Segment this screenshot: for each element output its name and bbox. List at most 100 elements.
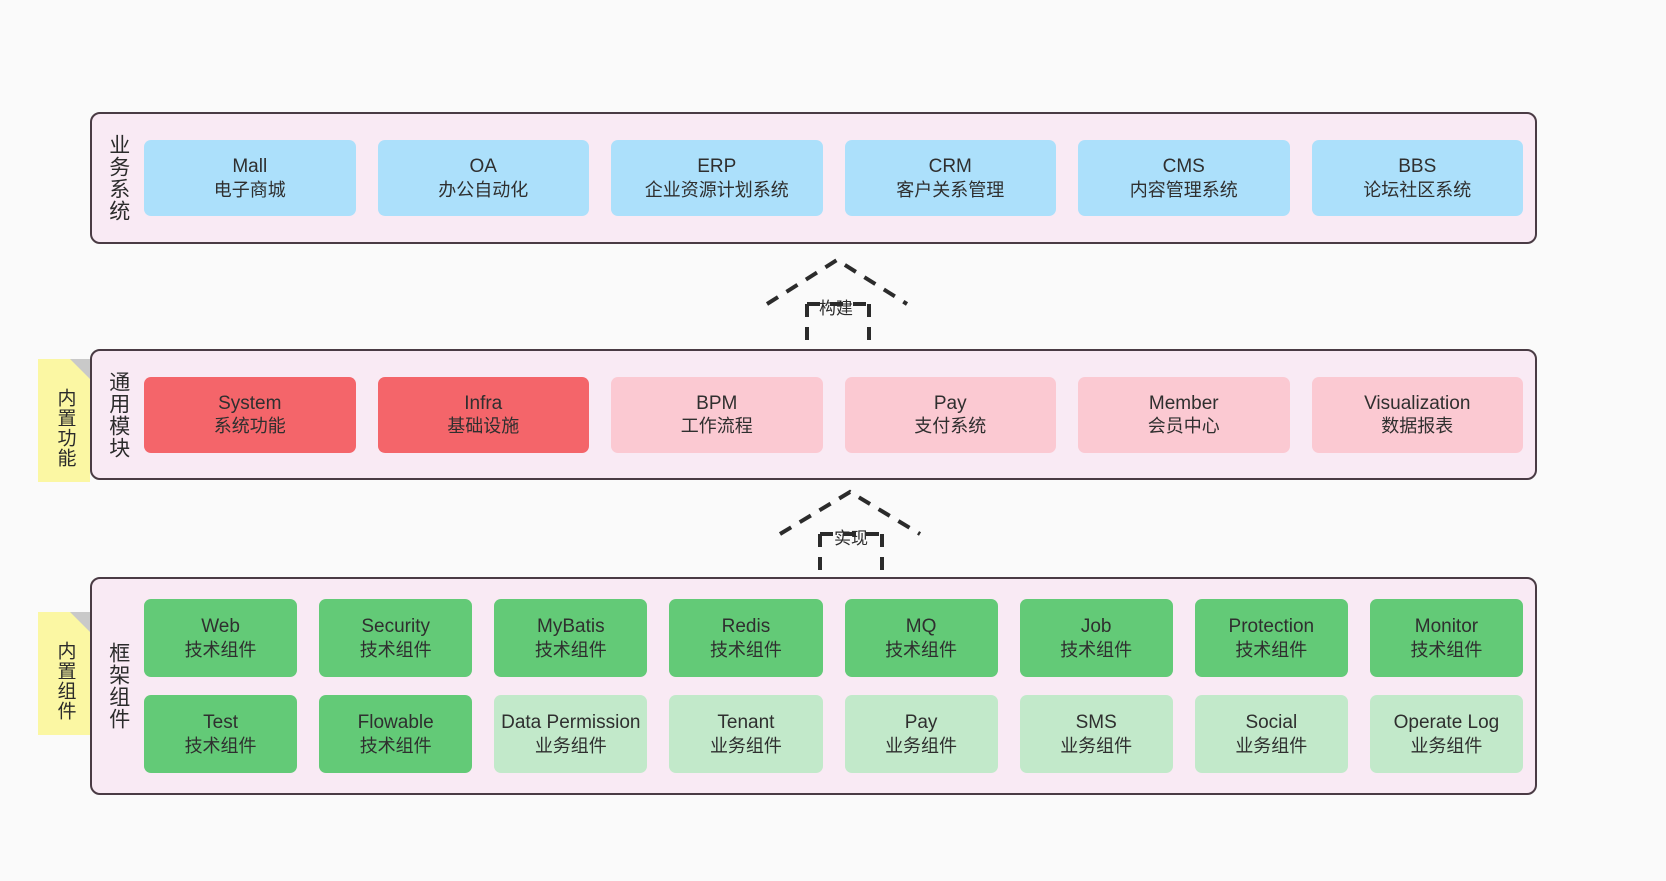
card-bpm[interactable]: BPM 工作流程 <box>611 376 823 453</box>
card-title: Security <box>361 616 430 638</box>
card-subtitle: 内容管理系统 <box>1129 179 1238 200</box>
card-tenant[interactable]: Tenant 业务组件 <box>669 695 823 773</box>
card-title: MQ <box>905 616 937 638</box>
connector-implement: 实现 <box>772 488 932 574</box>
layer-body-common: System 系统功能 Infra 基础设施 BPM 工作流程 Pay 支付系统… <box>144 361 1523 468</box>
card-title: Social <box>1245 712 1298 734</box>
card-redis[interactable]: Redis 技术组件 <box>669 599 823 677</box>
card-mybatis[interactable]: MyBatis 技术组件 <box>494 599 648 677</box>
card-subtitle: 业务组件 <box>1235 735 1308 756</box>
card-title: System <box>218 392 282 414</box>
card-subtitle: 工作流程 <box>680 416 753 437</box>
card-pay[interactable]: Pay 支付系统 <box>844 376 1056 453</box>
layer-label-frame: 框架组件 <box>106 642 130 730</box>
sticky-fold-corner-icon <box>70 359 90 379</box>
connector-build: 构建 <box>757 256 917 346</box>
card-subtitle: 技术组件 <box>184 639 257 660</box>
card-bbs[interactable]: BBS 论坛社区系统 <box>1311 140 1523 216</box>
card-mall[interactable]: Mall 电子商城 <box>144 140 356 216</box>
card-subtitle: 电子商城 <box>213 179 286 200</box>
card-security[interactable]: Security 技术组件 <box>319 599 473 677</box>
card-subtitle: 业务组件 <box>709 735 782 756</box>
card-web[interactable]: Web 技术组件 <box>144 599 298 677</box>
card-title: Operate Log <box>1393 712 1500 734</box>
card-crm[interactable]: CRM 客户关系管理 <box>844 140 1056 216</box>
card-subtitle: 基础设施 <box>447 416 520 437</box>
card-subtitle: 技术组件 <box>359 639 432 660</box>
card-title: CRM <box>928 156 972 178</box>
card-row: Web 技术组件 Security 技术组件 MyBatis 技术组件 Redi… <box>144 599 1523 677</box>
sticky-note-label: 内置功能 <box>54 387 76 468</box>
card-member[interactable]: Member 会员中心 <box>1078 376 1290 453</box>
card-subtitle: 企业资源计划系统 <box>644 179 789 200</box>
card-erp[interactable]: ERP 企业资源计划系统 <box>611 140 823 216</box>
card-subtitle: 业务组件 <box>534 735 607 756</box>
card-title: ERP <box>697 156 737 178</box>
card-subtitle: 技术组件 <box>184 735 257 756</box>
card-title: Web <box>201 616 240 638</box>
card-subtitle: 论坛社区系统 <box>1363 179 1472 200</box>
card-subtitle: 技术组件 <box>1060 639 1133 660</box>
sticky-fold-corner-icon <box>70 612 90 632</box>
card-title: SMS <box>1075 712 1117 734</box>
card-subtitle: 技术组件 <box>885 639 958 660</box>
card-title: Mall <box>232 156 268 178</box>
sticky-note-builtin-features: 内置功能 <box>38 359 90 482</box>
layer-body-business: Mall 电子商城 OA 办公自动化 ERP 企业资源计划系统 CRM 客户关系… <box>144 124 1523 232</box>
card-infra[interactable]: Infra 基础设施 <box>377 376 589 453</box>
card-subtitle: 数据报表 <box>1381 416 1454 437</box>
card-flowable[interactable]: Flowable 技术组件 <box>319 695 473 773</box>
card-mq[interactable]: MQ 技术组件 <box>844 599 998 677</box>
card-title: MyBatis <box>537 616 605 638</box>
card-subtitle: 技术组件 <box>534 639 607 660</box>
layer-label-business: 业务系统 <box>106 134 130 222</box>
card-social[interactable]: Social 业务组件 <box>1194 695 1348 773</box>
card-title: Member <box>1148 392 1219 414</box>
card-subtitle: 业务组件 <box>1060 735 1133 756</box>
card-title: CMS <box>1162 156 1205 178</box>
card-title: Job <box>1080 616 1112 638</box>
card-row: Mall 电子商城 OA 办公自动化 ERP 企业资源计划系统 CRM 客户关系… <box>144 140 1523 216</box>
connector-build-label: 构建 <box>819 299 853 318</box>
card-oa[interactable]: OA 办公自动化 <box>377 140 589 216</box>
card-subtitle: 办公自动化 <box>438 179 529 200</box>
card-monitor[interactable]: Monitor 技术组件 <box>1369 599 1523 677</box>
card-title: Pay <box>904 712 938 734</box>
card-title: Flowable <box>357 712 434 734</box>
sticky-note-label: 内置组件 <box>54 640 76 721</box>
layer-common-modules: 通用模块 System 系统功能 Infra 基础设施 BPM 工作流程 Pay… <box>90 349 1537 480</box>
card-title: Data Permission <box>501 712 641 734</box>
card-pay-business[interactable]: Pay 业务组件 <box>844 695 998 773</box>
card-protection[interactable]: Protection 技术组件 <box>1194 599 1348 677</box>
layer-body-frame: Web 技术组件 Security 技术组件 MyBatis 技术组件 Redi… <box>144 589 1523 783</box>
card-visualization[interactable]: Visualization 数据报表 <box>1311 376 1523 453</box>
card-job[interactable]: Job 技术组件 <box>1019 599 1173 677</box>
card-subtitle: 技术组件 <box>1235 639 1308 660</box>
card-subtitle: 技术组件 <box>1410 639 1483 660</box>
card-title: Pay <box>933 392 967 414</box>
card-title: BPM <box>696 392 738 414</box>
card-cms[interactable]: CMS 内容管理系统 <box>1078 140 1290 216</box>
sticky-note-builtin-components: 内置组件 <box>38 612 90 735</box>
card-operate-log[interactable]: Operate Log 业务组件 <box>1369 695 1523 773</box>
card-title: Tenant <box>717 712 775 734</box>
card-title: Protection <box>1228 616 1315 638</box>
card-subtitle: 技术组件 <box>359 735 432 756</box>
connector-implement-shape <box>778 489 922 574</box>
card-test[interactable]: Test 技术组件 <box>144 695 298 773</box>
card-subtitle: 业务组件 <box>885 735 958 756</box>
card-data-permission[interactable]: Data Permission 业务组件 <box>494 695 648 773</box>
card-title: Redis <box>721 616 771 638</box>
connector-build-shape <box>765 257 909 346</box>
card-sms[interactable]: SMS 业务组件 <box>1019 695 1173 773</box>
card-title: Test <box>203 712 238 734</box>
card-subtitle: 系统功能 <box>213 416 286 437</box>
layer-label-common: 通用模块 <box>106 370 130 459</box>
card-title: OA <box>469 156 497 178</box>
card-subtitle: 会员中心 <box>1147 416 1220 437</box>
card-system[interactable]: System 系统功能 <box>144 376 356 453</box>
card-row: System 系统功能 Infra 基础设施 BPM 工作流程 Pay 支付系统… <box>144 376 1523 453</box>
card-title: BBS <box>1398 156 1437 178</box>
card-title: Visualization <box>1364 392 1471 414</box>
